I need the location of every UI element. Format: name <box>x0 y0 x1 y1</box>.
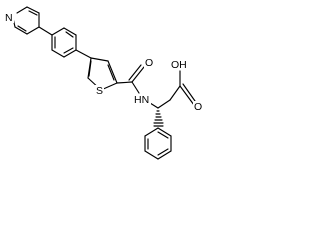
bond <box>65 31 74 38</box>
bond <box>157 127 172 137</box>
bond <box>144 150 159 160</box>
bond <box>63 49 77 58</box>
bond <box>51 49 65 58</box>
acid-hydroxyl-label: OH <box>171 59 187 71</box>
bond <box>90 57 109 62</box>
bond <box>26 6 40 14</box>
acid-oxygen-label: O <box>194 101 202 113</box>
bond <box>131 66 145 83</box>
atom-labels: N S O HN OH O <box>5 12 202 113</box>
bond-lines <box>12 6 196 160</box>
bond <box>28 10 38 16</box>
bond <box>116 81 133 84</box>
bond <box>157 150 172 160</box>
bond <box>63 47 74 54</box>
pyridine-nitrogen-label: N <box>5 12 13 24</box>
bond <box>107 60 118 84</box>
bond <box>179 85 195 106</box>
bond <box>17 25 27 32</box>
bond <box>38 26 53 36</box>
carbonyl-oxygen-label: O <box>145 57 153 69</box>
amide-nitrogen-label: HN <box>134 94 149 106</box>
atom-label-background <box>170 59 188 70</box>
bond <box>63 27 77 36</box>
bond <box>88 60 92 77</box>
bond <box>128 64 142 81</box>
bond <box>131 81 140 94</box>
atom-label-background <box>5 12 14 23</box>
bond <box>14 26 28 35</box>
chemical-structure-diagram: N S O HN OH O <box>5 6 202 160</box>
bond <box>157 131 169 139</box>
bond <box>26 26 40 35</box>
atom-label-background <box>193 101 202 112</box>
bond <box>182 83 196 102</box>
thiophene-sulfur-label: S <box>96 85 103 97</box>
bond <box>75 49 92 59</box>
bond <box>157 148 169 156</box>
bond <box>169 85 181 101</box>
bond <box>149 102 159 109</box>
atom-label-background <box>95 85 104 96</box>
atom-label-background <box>144 57 153 68</box>
bond <box>51 27 65 36</box>
bond <box>16 6 28 14</box>
bond <box>157 99 171 109</box>
atom-label-background <box>134 94 151 105</box>
bond <box>107 64 115 81</box>
bond <box>144 127 159 137</box>
